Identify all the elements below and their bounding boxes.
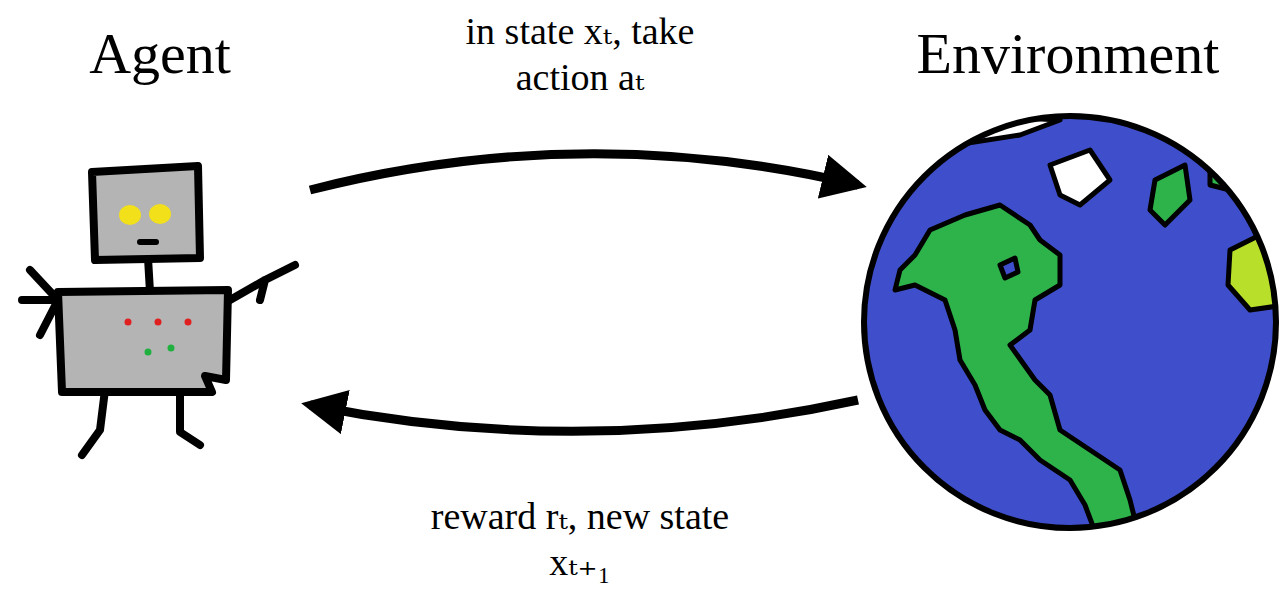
globe-figure <box>860 110 1283 545</box>
node-title: Environment <box>858 22 1278 86</box>
actor-node: Environment <box>858 22 1278 522</box>
edge-label: reward rₜ, new state xₜ₊₁ <box>420 494 740 585</box>
flow-arrow <box>310 400 858 431</box>
actor-node: Agent <box>10 22 310 462</box>
flow-arrow <box>310 154 858 190</box>
node-title: Agent <box>10 22 310 86</box>
edge-label: in state xₜ, take action aₜ <box>420 9 740 100</box>
robot-figure <box>22 166 295 455</box>
